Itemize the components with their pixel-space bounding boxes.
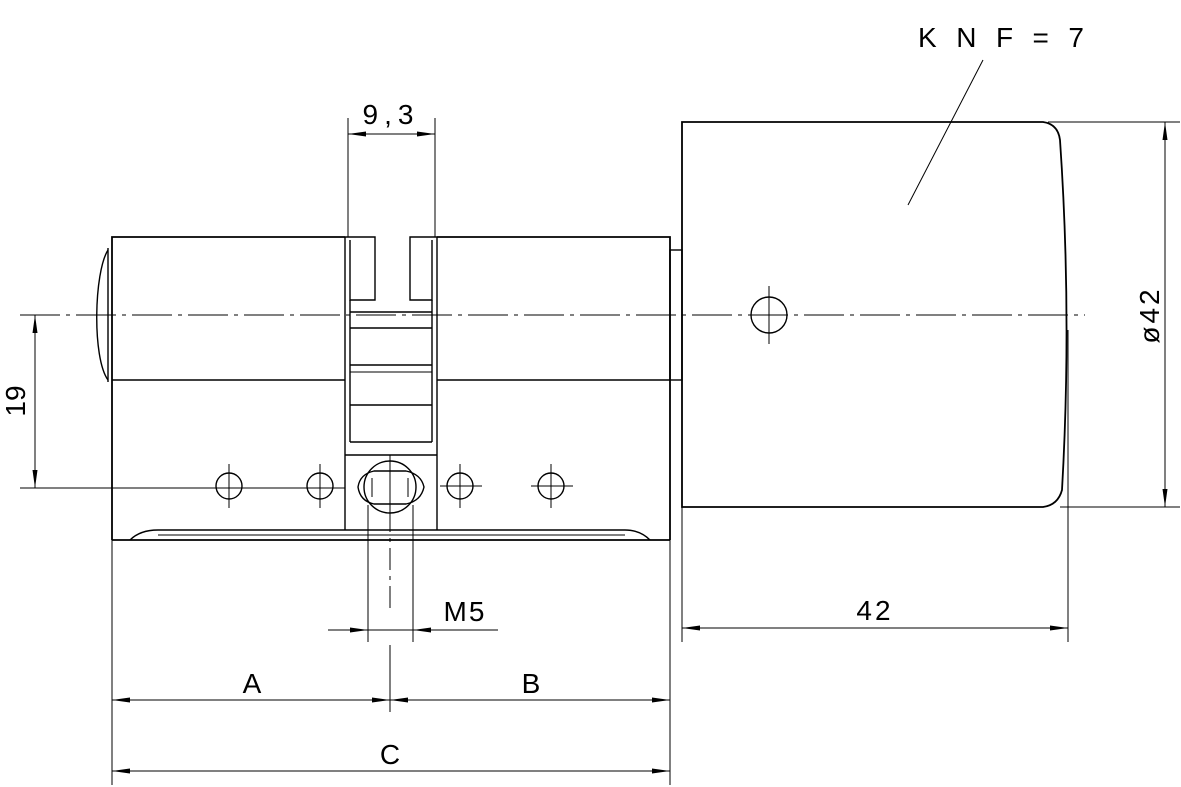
dimension-thread: M5 — [328, 505, 498, 642]
end-cap-dome — [96, 249, 109, 381]
knob-diameter-label: ø42 — [1134, 286, 1165, 343]
cylinder-bottom-chamfer — [129, 529, 651, 541]
dimension-knob-diameter: ø42 — [1048, 121, 1180, 508]
cam-left-post — [345, 236, 376, 301]
knob-length-label: 42 — [856, 595, 893, 626]
cylinder-right-housing — [437, 236, 671, 540]
screw-holes — [215, 464, 573, 508]
keyway-profile — [357, 470, 425, 505]
cylinder-body — [96, 236, 683, 541]
cam-section — [344, 236, 438, 530]
hole-offset-label: 19 — [0, 385, 31, 416]
knob — [681, 121, 1068, 508]
dim-c-label: C — [380, 739, 400, 770]
knob-outline — [681, 121, 1068, 508]
dimension-hole-offset: 19 — [0, 315, 345, 489]
dimension-knob-length: 42 — [681, 330, 1069, 642]
dim-b-label: B — [522, 668, 541, 699]
dim-a-label: A — [243, 668, 262, 699]
knob-callout-label: KNF=7 — [918, 22, 1084, 53]
thread-label: M5 — [444, 596, 487, 627]
dimension-cam-width: 9,3 — [347, 99, 436, 237]
cam-right-post — [409, 236, 437, 301]
cam-width-label: 9,3 — [363, 99, 420, 130]
knob-callout-leader — [907, 59, 984, 206]
cylinder-left-housing — [111, 236, 345, 540]
dimension-abc: A B C — [111, 540, 671, 785]
